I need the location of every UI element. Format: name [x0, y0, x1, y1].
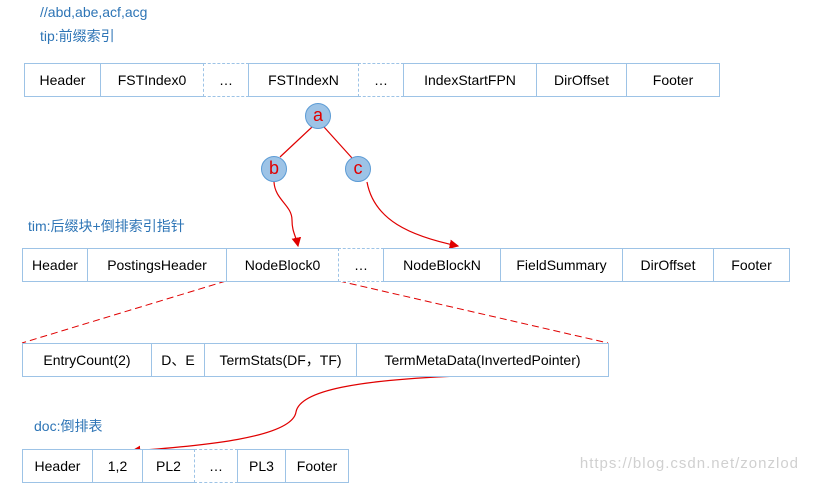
- nodeblock-detail-row: EntryCount(2) D、E TermStats(DF，TF) TermM…: [22, 343, 609, 377]
- tim-ellipsis-cell: …: [338, 248, 384, 282]
- block-cell: TermStats(DF，TF): [204, 343, 357, 377]
- tim-note: tim:后缀块+倒排索引指针: [28, 218, 185, 234]
- block-cell: EntryCount(2): [22, 343, 152, 377]
- block-cell: D、E: [151, 343, 205, 377]
- doc-file-row: Header 1,2 PL2 … PL3 Footer: [22, 449, 349, 483]
- tim-cell: Footer: [713, 248, 790, 282]
- doc-cell: Footer: [285, 449, 349, 483]
- tim-cell: PostingsHeader: [87, 248, 227, 282]
- doc-ellipsis-cell: …: [194, 449, 238, 483]
- tree-node-left: b: [261, 156, 287, 182]
- tip-cell: Header: [24, 63, 101, 97]
- tim-cell: FieldSummary: [500, 248, 623, 282]
- doc-cell: PL3: [237, 449, 286, 483]
- edge-a-b: [279, 126, 313, 158]
- tip-cell: DirOffset: [536, 63, 627, 97]
- expand-left-line: [21, 280, 227, 344]
- doc-cell: Header: [22, 449, 93, 483]
- arrow-b-to-nodeblock0: [273, 181, 302, 248]
- tim-file-row: Header PostingsHeader NodeBlock0 … NodeB…: [22, 248, 790, 282]
- terms-note: //abd,abe,acf,acg: [40, 4, 148, 20]
- tip-ellipsis-cell: …: [358, 63, 404, 97]
- tim-cell: NodeBlock0: [226, 248, 339, 282]
- edge-a-c: [323, 126, 353, 159]
- tip-cell: FSTIndexN: [248, 63, 359, 97]
- arrow-c-to-nodeblockn: [366, 181, 460, 249]
- watermark: https://blog.csdn.net/zonzlod: [579, 455, 799, 472]
- doc-cell: 1,2: [92, 449, 143, 483]
- tip-ellipsis-cell: …: [203, 63, 249, 97]
- tim-cell: Header: [22, 248, 88, 282]
- tip-cell: FSTIndex0: [100, 63, 204, 97]
- tip-cell: Footer: [626, 63, 720, 97]
- doc-cell: PL2: [142, 449, 195, 483]
- tim-cell: NodeBlockN: [383, 248, 501, 282]
- expand-right-line: [338, 280, 609, 344]
- tip-note: tip:前缀索引: [40, 28, 115, 44]
- tip-file-row: Header FSTIndex0 … FSTIndexN … IndexStar…: [24, 63, 720, 97]
- tim-cell: DirOffset: [622, 248, 714, 282]
- tree-node-root: a: [305, 103, 331, 129]
- tip-cell: IndexStartFPN: [403, 63, 537, 97]
- block-cell: TermMetaData(InvertedPointer): [356, 343, 609, 377]
- tree-node-right: c: [345, 156, 371, 182]
- arrow-metadata-to-doc: [130, 375, 459, 456]
- doc-note: doc:倒排表: [34, 418, 103, 434]
